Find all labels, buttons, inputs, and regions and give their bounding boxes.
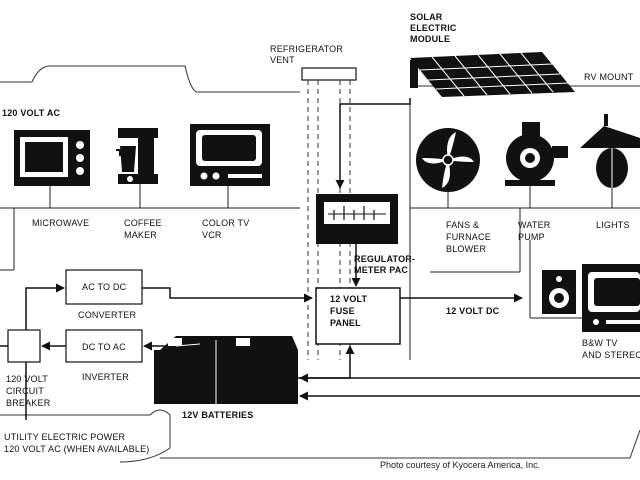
bw-tv-label: B&W TV AND STEREO bbox=[582, 338, 640, 360]
microwave-icon bbox=[14, 130, 90, 186]
bw-tv-icon bbox=[582, 264, 640, 332]
rv-mount-label: RV MOUNT bbox=[584, 72, 634, 82]
refrigerator-vent-label: REFRIGERATOR VENT bbox=[270, 44, 346, 65]
ac-120-label: 120 VOLT AC bbox=[2, 108, 61, 118]
converter-box bbox=[65, 269, 143, 305]
color-tv-label: COLOR TV VCR bbox=[202, 218, 252, 240]
ac-to-dc-label: AC TO DC bbox=[82, 282, 127, 292]
dc-load-wiring bbox=[409, 100, 640, 360]
fuse-panel-label: 12 VOLT FUSE PANEL bbox=[330, 294, 370, 328]
battery-icon bbox=[154, 336, 298, 404]
dc-to-ac-label: DC TO AC bbox=[82, 342, 126, 352]
fan-icon bbox=[416, 128, 480, 192]
converter-label: CONVERTER bbox=[78, 310, 136, 320]
batteries-label: 12V BATTERIES bbox=[182, 410, 253, 420]
solar-panel-icon bbox=[410, 52, 575, 97]
fans-label: FANS & FURNACE BLOWER bbox=[446, 220, 494, 254]
ac-bus-wiring bbox=[0, 184, 300, 271]
coffee-maker-icon bbox=[116, 128, 158, 184]
solar-module-label: SOLAR ELECTRIC MODULE bbox=[410, 12, 459, 44]
meter-icon bbox=[316, 194, 398, 244]
water-pump-label: WATER PUMP bbox=[518, 220, 553, 242]
inverter-box bbox=[65, 329, 143, 363]
microwave-label: MICROWAVE bbox=[32, 218, 89, 228]
fuse-panel-box bbox=[315, 287, 401, 345]
circuit-breaker-box bbox=[7, 329, 41, 363]
color-tv-icon bbox=[190, 124, 270, 186]
speaker-icon bbox=[542, 270, 576, 314]
inverter-label: INVERTER bbox=[82, 372, 129, 382]
rv-outline bbox=[0, 65, 640, 463]
regulator-label: REGULATOR- METER PAC bbox=[354, 254, 418, 275]
photo-credit: Photo courtesy of Kyocera America, Inc. bbox=[380, 460, 540, 470]
battery-wiring bbox=[298, 345, 640, 401]
dc-12-label: 12 VOLT DC bbox=[446, 306, 500, 316]
water-pump-icon bbox=[505, 122, 568, 186]
coffee-maker-label: COFFEE MAKER bbox=[124, 218, 164, 240]
solar-to-regulator-wiring bbox=[335, 98, 411, 189]
circuit-breaker-label: 120 VOLT CIRCUIT BREAKER bbox=[6, 374, 51, 408]
lights-label: LIGHTS bbox=[596, 220, 630, 230]
lamp-icon bbox=[580, 114, 640, 188]
utility-label: UTILITY ELECTRIC POWER 120 VOLT AC (WHEN… bbox=[4, 432, 150, 454]
